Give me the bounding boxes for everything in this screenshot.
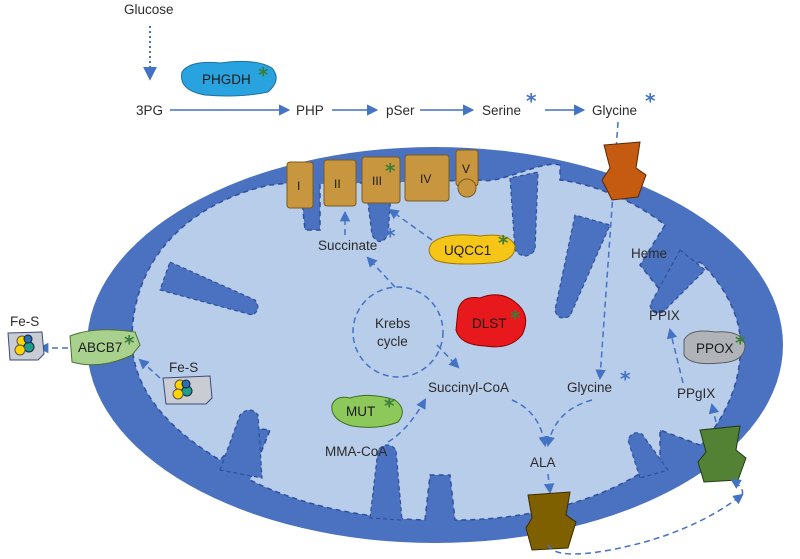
dlst-label: DLST bbox=[472, 316, 507, 331]
complex-iv bbox=[404, 154, 450, 202]
mmacoa-label: MMA-CoA bbox=[325, 444, 387, 459]
arrow-mmacoa-succinylcoa bbox=[387, 398, 427, 443]
phgdh-label: PHGDH bbox=[202, 72, 251, 87]
arrow-glycine-ala bbox=[544, 399, 593, 448]
ppox-label: PPOX bbox=[696, 341, 734, 356]
ppox-enzyme bbox=[683, 330, 746, 365]
abcb7-star: * bbox=[124, 331, 135, 355]
arrow-ala-export-loop bbox=[547, 493, 744, 555]
crista bbox=[509, 171, 539, 257]
glucose-label: Glucose bbox=[124, 2, 174, 17]
ppox-star: * bbox=[735, 331, 746, 355]
mut-enzyme bbox=[331, 394, 403, 428]
arrow-loop-to-ppgix bbox=[730, 478, 744, 496]
glycine-out-star: * bbox=[645, 89, 656, 113]
arrow-fes-abcb7 bbox=[138, 358, 161, 379]
krebs-cycle bbox=[352, 286, 444, 378]
ala-label: ALA bbox=[530, 455, 556, 470]
arrow-krebs-succinylcoa bbox=[436, 344, 460, 369]
fes-out-sulfur-2 bbox=[23, 334, 33, 344]
heme-label: Heme bbox=[631, 246, 667, 261]
ppix-label: PPIX bbox=[649, 308, 680, 323]
succinylcoa-label: Succinyl-CoA bbox=[428, 380, 509, 395]
crista bbox=[627, 432, 669, 479]
complex-v-label: V bbox=[462, 162, 470, 176]
complex-ii-label: II bbox=[334, 177, 341, 191]
pser-label: pSer bbox=[386, 103, 415, 118]
crista bbox=[649, 249, 706, 314]
serine-label: Serine bbox=[482, 103, 521, 118]
uqcc1-star: * bbox=[498, 231, 509, 255]
fes-in-label: Fe-S bbox=[169, 360, 198, 375]
complex-iv-label: IV bbox=[420, 172, 431, 186]
abcb7-transporter bbox=[69, 329, 141, 366]
dlst-star: * bbox=[510, 306, 521, 330]
mut-star: * bbox=[384, 394, 395, 418]
arrow-ppgix-ppix bbox=[666, 327, 684, 384]
glycine-in-star: * bbox=[620, 367, 631, 391]
succinate-label: Succinate bbox=[318, 238, 377, 253]
mut-label: MUT bbox=[346, 404, 375, 419]
crista bbox=[159, 261, 259, 316]
glycine-transporter bbox=[601, 141, 647, 201]
crista bbox=[554, 214, 611, 319]
complex-iii-star: * bbox=[385, 159, 396, 183]
3pg-label: 3PG bbox=[136, 103, 163, 118]
dlst-enzyme bbox=[455, 294, 527, 348]
complex-iii-label: III bbox=[372, 174, 382, 188]
arrow-succinylcoa-ala bbox=[511, 399, 549, 448]
uqcc1-enzyme bbox=[428, 234, 516, 265]
complex-v-head bbox=[457, 178, 477, 198]
arrow-krebs-succinate bbox=[366, 256, 396, 288]
arrow-ala-transporter bbox=[543, 473, 555, 495]
krebs-label-1: Krebs bbox=[375, 316, 411, 331]
fes-in-iron-2 bbox=[172, 388, 184, 400]
complex-ii bbox=[323, 159, 357, 207]
abcb7-label: ABCB7 bbox=[78, 340, 122, 355]
arrow-transporter-ppgix bbox=[708, 402, 720, 423]
krebs-label-2: cycle bbox=[377, 334, 408, 349]
complex-i-label: I bbox=[297, 179, 300, 193]
ppgix-transporter bbox=[697, 425, 747, 483]
ala-transporter bbox=[525, 491, 577, 551]
uqcc1-label: UQCC1 bbox=[444, 243, 491, 258]
serine-star: * bbox=[526, 89, 537, 113]
php-label: PHP bbox=[296, 103, 324, 118]
phgdh-enzyme bbox=[180, 60, 277, 97]
glycine-in-label: Glycine bbox=[567, 380, 612, 395]
fes-out-sulfur bbox=[23, 341, 35, 353]
crista bbox=[219, 409, 263, 479]
complex-iii bbox=[361, 156, 401, 204]
fes-out-label: Fe-S bbox=[10, 314, 39, 329]
succinate-star: * bbox=[385, 224, 396, 248]
ppgix-label: PPgIX bbox=[677, 386, 715, 401]
complex-i bbox=[286, 161, 314, 209]
arrow-ppix-heme bbox=[652, 265, 666, 307]
glycine-out-label: Glycine bbox=[592, 103, 637, 118]
fes-out-iron-2 bbox=[14, 344, 26, 356]
phgdh-star: * bbox=[258, 63, 269, 87]
arrow-uqcc1-complex-iii bbox=[388, 208, 433, 241]
crista bbox=[369, 444, 403, 521]
fes-in-sulfur-2 bbox=[181, 379, 191, 389]
